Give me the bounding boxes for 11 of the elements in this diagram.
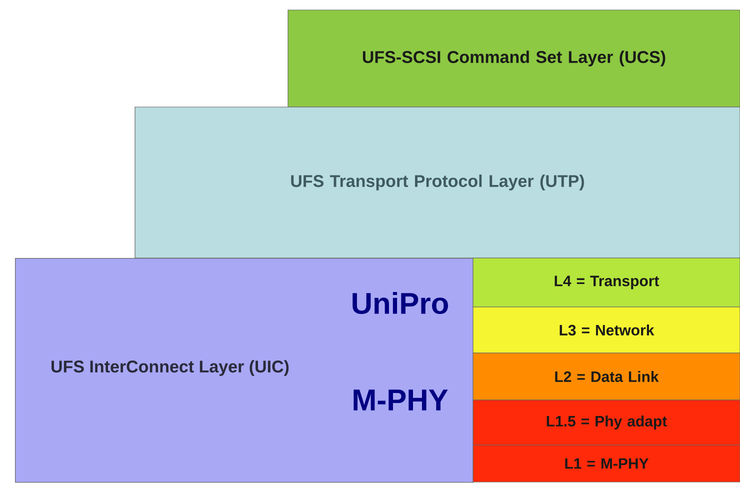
sublayer-box: L1 = M-PHY — [472, 444, 740, 482]
sublayer-box: L3 = Network — [472, 306, 740, 354]
layer-box — [15, 258, 474, 483]
sublayer-box: L4 = Transport — [472, 258, 740, 308]
sublayer-box: L2 = Data Link — [472, 352, 740, 400]
layer-box: UFS-SCSI Command Set Layer (UCS) — [288, 10, 740, 108]
layer-box: UFS Transport Protocol Layer (UTP) — [134, 106, 740, 258]
protocol-name: M-PHY — [354, 390, 448, 410]
protocol-name: UniPro — [352, 292, 448, 314]
sublayer-box: L1.5 = Phy adapt — [472, 400, 740, 446]
layer-title: UFS InterConnect Layer (UIC) — [52, 360, 289, 376]
